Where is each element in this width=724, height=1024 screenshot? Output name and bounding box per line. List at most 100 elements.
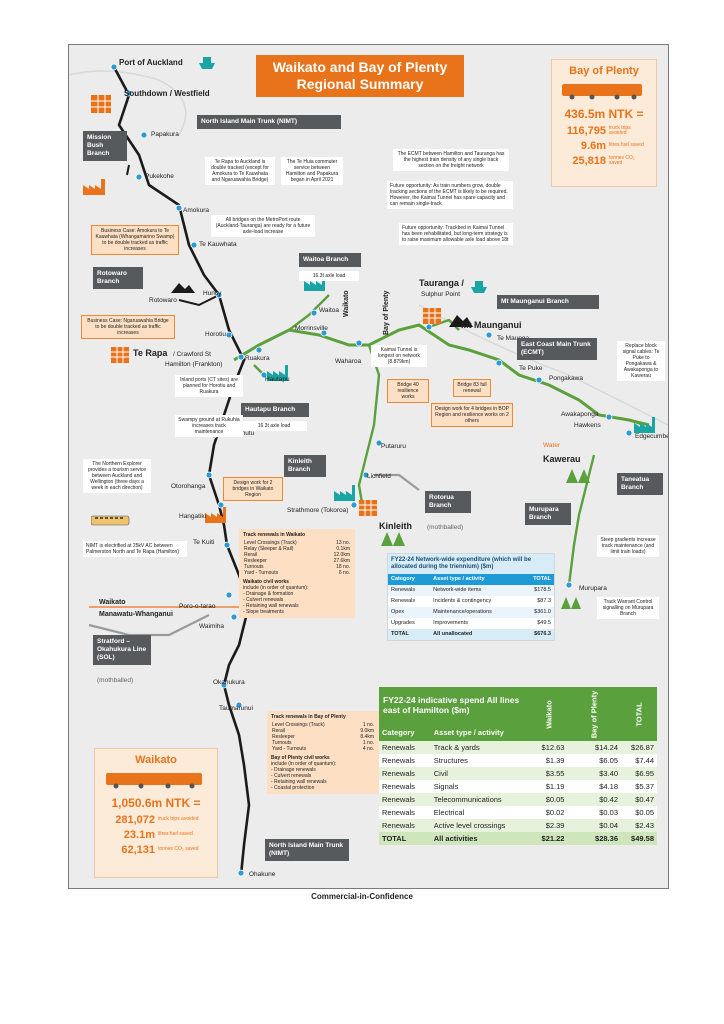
indicative-spend-table: FY22-24 indicative spend All lines east … bbox=[379, 687, 657, 845]
bop-stats-title: Bay of Plenty bbox=[569, 65, 639, 77]
table-row: Level Crossings (Track)13 no. bbox=[244, 540, 350, 546]
label-te-rapa: Te Rapa bbox=[133, 348, 168, 358]
waikato-co2-label: tonnes CO₂ saved bbox=[158, 846, 199, 853]
station-dot bbox=[350, 501, 358, 509]
station-dot bbox=[223, 541, 231, 549]
bop-civil-title: Bay of Plenty civil works bbox=[271, 755, 330, 761]
station-dot bbox=[190, 241, 198, 249]
station-dot bbox=[565, 581, 573, 589]
label-mothballed-sol: (mothballed) bbox=[97, 677, 134, 684]
station-dot bbox=[310, 309, 318, 317]
station-dot bbox=[140, 131, 148, 139]
label-hangatiki: Hangatiki bbox=[179, 513, 207, 520]
rotorua-line bbox=[374, 473, 420, 491]
label-rotowaro: Rotowaro bbox=[149, 297, 177, 304]
label-strathmore: Strathmore (Tokoroa) bbox=[287, 507, 349, 514]
factory-icon bbox=[267, 365, 288, 381]
station-dot bbox=[230, 613, 238, 621]
label-pukekohe: Pukekohe bbox=[145, 173, 174, 180]
map-sheet: Waikato and Bay of Plenty Regional Summa… bbox=[68, 44, 669, 889]
table-row: Relay (Sleeper & Rail)0.1km bbox=[244, 546, 350, 552]
label-ruakura: Ruakura bbox=[245, 355, 270, 362]
label-mothballed-rotorua: (mothballed) bbox=[427, 524, 464, 531]
note-ecmt-density: The ECMT between Hamilton and Tauranga h… bbox=[393, 149, 509, 171]
waikato-stats-title: Waikato bbox=[135, 754, 177, 766]
mission-bush-line bbox=[126, 164, 130, 176]
note-business-amokura: Business Case: Amokura to Te Kauwhata (W… bbox=[91, 225, 179, 255]
station-dot bbox=[495, 359, 503, 367]
network-expenditure-panel: FY22-24 Network-wide expenditure (which … bbox=[387, 553, 555, 641]
ship-icon bbox=[199, 57, 215, 69]
waikato-truck-label: truck trips avoided bbox=[158, 816, 199, 823]
label-murupara: Murupara bbox=[579, 585, 607, 592]
rail-network-map bbox=[69, 63, 668, 877]
bop-truck-label: truck trips avoided bbox=[609, 124, 631, 136]
label-awakaponga: Awakaponga bbox=[561, 411, 599, 418]
nimt-top-label: North Island Main Trunk (NIMT) bbox=[197, 115, 341, 129]
container-icon bbox=[91, 95, 111, 113]
station-dot bbox=[625, 429, 633, 437]
note-bridge83: Bridge 83 full renewal bbox=[453, 379, 491, 397]
list-item: - Retaining wall renewals bbox=[271, 779, 327, 785]
label-region-mw: Manawatu-Whanganui bbox=[99, 611, 173, 618]
page-title: Waikato and Bay of Plenty Regional Summa… bbox=[256, 55, 464, 97]
rotowaro-line bbox=[178, 294, 220, 307]
note-swampy: Swampy ground at Rukuhia increases track… bbox=[175, 415, 243, 437]
bop-civil-sub: include (in order of quantum): bbox=[271, 761, 337, 767]
ecmt-line bbox=[233, 323, 650, 427]
passenger-train-icon bbox=[91, 515, 130, 526]
station-dot bbox=[425, 323, 433, 331]
station-dot bbox=[217, 501, 225, 509]
container-icon bbox=[423, 308, 441, 324]
station-dot bbox=[205, 471, 213, 479]
murupara-branch-label: Murupara Branch bbox=[525, 503, 571, 525]
kinleith-line bbox=[357, 344, 381, 516]
label-lichfield: Lichfield bbox=[367, 473, 391, 480]
coal-icon bbox=[449, 315, 473, 327]
bop-truck-value: 116,795 bbox=[566, 125, 606, 137]
waikato-civil-title: Waikato civil works bbox=[243, 579, 289, 585]
label-southdown: Southdown / Westfield bbox=[124, 89, 210, 98]
renewals-bop: Track renewals in Bay of Plenty Level Cr… bbox=[267, 711, 379, 794]
station-dot bbox=[362, 471, 370, 479]
station-dot bbox=[320, 329, 328, 337]
station-dot bbox=[225, 331, 233, 339]
label-ohakune: Ohakune bbox=[249, 871, 276, 878]
station-dot bbox=[110, 63, 118, 71]
freight-train-icon bbox=[106, 773, 202, 789]
station-dot bbox=[485, 331, 493, 339]
label-te-kuiti: Te Kuiti bbox=[193, 539, 215, 546]
label-papakura: Papakura bbox=[151, 131, 179, 138]
label-amokura: Amokura bbox=[183, 207, 210, 214]
footer-confidential: Commercial-in-Confidence bbox=[311, 892, 413, 901]
container-icon bbox=[359, 500, 377, 516]
label-huntly: Huntly bbox=[203, 290, 222, 297]
note-northern-explorer: The Northern Explorer provides a tourism… bbox=[83, 459, 151, 493]
factory-icon bbox=[334, 485, 355, 501]
rotorua-branch-label: Rotorua Branch bbox=[425, 491, 471, 513]
note-future2: Future opportunity: Trackbed in Kaimai T… bbox=[399, 223, 513, 245]
murupara-line bbox=[567, 454, 596, 586]
label-region-waikato: Waikato bbox=[99, 599, 126, 606]
bop-fuel-value: 9.6m bbox=[580, 140, 606, 152]
bop-ntk: 436.5m NTK = bbox=[564, 107, 644, 121]
freight-train-icon bbox=[562, 84, 642, 100]
label-horotiu: Horotiu bbox=[205, 331, 226, 338]
list-item: - Drainage & formation bbox=[243, 591, 294, 597]
tree-icon bbox=[381, 532, 405, 546]
hautapu-axle-note: 16.3t axle load bbox=[241, 421, 307, 431]
label-tauranga: Tauranga / bbox=[419, 278, 464, 288]
waitoa-branch-label: Waitoa Branch bbox=[299, 253, 361, 267]
tree-icon bbox=[561, 597, 581, 609]
